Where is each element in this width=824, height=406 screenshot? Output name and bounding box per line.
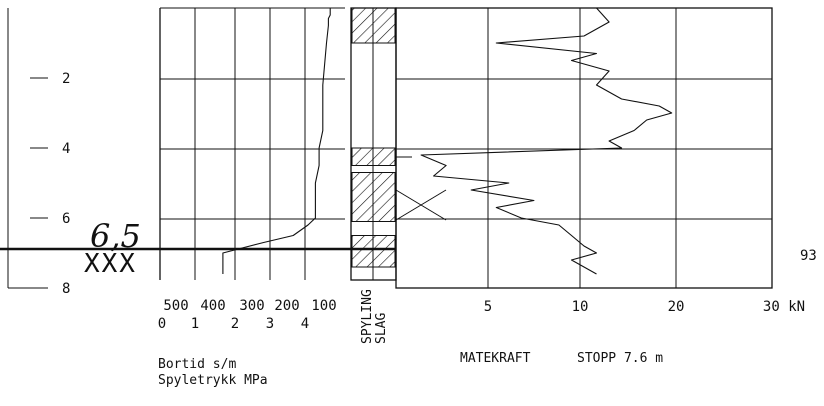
bortid-tick-500: 500 xyxy=(163,298,188,314)
bortid-label: Bortid s/m xyxy=(158,357,236,372)
spyletrykk-tick-3: 3 xyxy=(266,316,274,332)
matekraft-panel: 5 10 20 30 kN 93 MATEKRAFT STOPP 7.6 m xyxy=(395,7,817,366)
hatch-block-2 xyxy=(351,147,396,166)
slag-label: SLAG xyxy=(374,313,389,344)
side-value: 93 xyxy=(800,248,817,264)
bortid-panel: 500 400 300 200 100 0 1 2 3 4 Bortid s/m Spyletr… xyxy=(158,7,345,388)
matekraft-tick-1: 5 xyxy=(484,299,492,315)
spyletrykk-tick-labels: 0 1 2 3 4 xyxy=(158,316,309,332)
hatch-block-4 xyxy=(351,235,396,268)
handwritten-marks: XXX xyxy=(84,249,137,279)
matekraft-cross-b xyxy=(395,189,447,221)
spyletrykk-tick-2: 2 xyxy=(231,316,239,332)
spyletrykk-tick-1: 1 xyxy=(191,316,199,332)
depth-ticks: 2 4 6 8 xyxy=(30,71,70,297)
matekraft-label: MATEKRAFT xyxy=(460,351,531,366)
depth-tick-label-2: 2 xyxy=(62,71,70,87)
bortid-tick-300: 300 xyxy=(239,298,264,314)
spyletrykk-tick-4: 4 xyxy=(301,316,309,332)
handwritten-depth: 6,5 xyxy=(90,217,141,255)
bortid-trace xyxy=(222,8,331,274)
bortid-tick-200: 200 xyxy=(274,298,299,314)
hatch-block-1 xyxy=(351,7,396,44)
depth-tick-label-8: 8 xyxy=(62,281,70,297)
matekraft-tick-4: 30 kN xyxy=(763,299,805,315)
depth-tick-label-6: 6 xyxy=(62,211,70,227)
bortid-tick-labels: 500 400 300 200 100 xyxy=(163,298,336,314)
spyling-label: SPYLING xyxy=(360,289,375,344)
matekraft-tick-labels: 5 10 20 30 kN xyxy=(484,299,805,315)
bortid-tick-400: 400 xyxy=(200,298,225,314)
depth-axis: 2 4 6 8 xyxy=(7,8,70,297)
spyletrykk-tick-0: 0 xyxy=(158,316,166,332)
hatch-blocks xyxy=(351,7,396,268)
matekraft-tick-2: 10 xyxy=(572,299,589,315)
spyletrykk-label: Spyletrykk MPa xyxy=(158,373,268,388)
bortid-tick-100: 100 xyxy=(311,298,336,314)
matekraft-trace xyxy=(420,7,673,275)
spyling-slag-panel: SPYLING SLAG xyxy=(350,7,397,344)
stopp-label: STOPP 7.6 m xyxy=(577,351,663,366)
depth-tick-label-4: 4 xyxy=(62,141,70,157)
matekraft-frame xyxy=(395,7,773,289)
matekraft-tick-3: 20 xyxy=(668,299,685,315)
hatch-block-3 xyxy=(351,172,396,222)
